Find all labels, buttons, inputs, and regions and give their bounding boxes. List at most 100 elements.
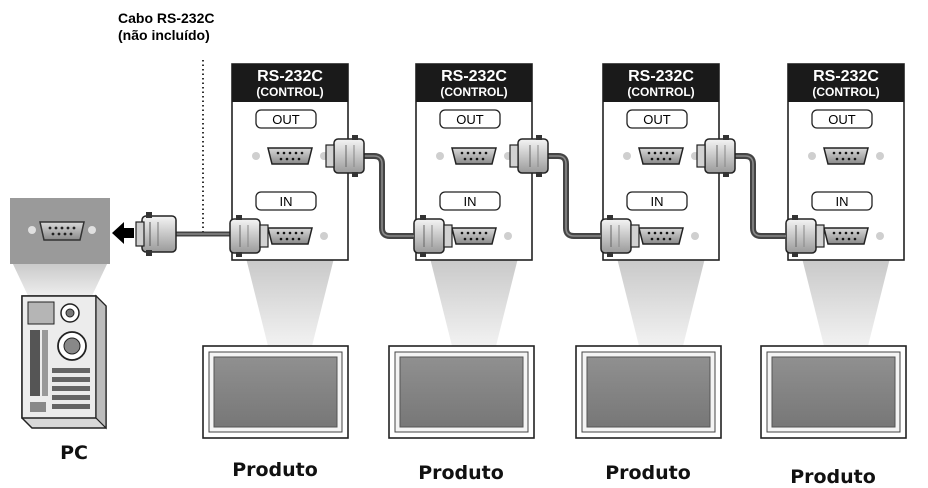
- port-pin: [475, 157, 479, 161]
- out-label-box: [811, 109, 873, 129]
- panel-subtitle: (CONTROL): [812, 85, 879, 99]
- port-pin: [484, 231, 488, 235]
- in-cable-plug-icon: [229, 215, 269, 257]
- port-pin: [847, 237, 851, 241]
- port-pin: [847, 157, 851, 161]
- plug-head: [815, 224, 825, 248]
- port-pin: [481, 157, 485, 161]
- product-label-1: Produto: [232, 459, 318, 481]
- pc-label: PC: [60, 442, 88, 464]
- plug-screw-top: [792, 215, 798, 220]
- port-pin: [463, 237, 467, 241]
- in-cable-plug-icon: [413, 215, 453, 257]
- product-monitor-screen: [399, 356, 524, 428]
- port-pin: [835, 237, 839, 241]
- plug-body: [413, 218, 445, 254]
- arrow-left-icon: [112, 222, 134, 244]
- port-screw-left: [252, 152, 260, 160]
- plug-head: [259, 224, 269, 248]
- port-pin: [665, 151, 669, 155]
- product-label-2: Produto: [418, 462, 504, 484]
- panel-title: RS-232C: [257, 68, 323, 85]
- in-label: IN: [836, 194, 849, 209]
- out-label: OUT: [272, 112, 300, 127]
- port-pin: [288, 231, 292, 235]
- port-pin: [291, 237, 295, 241]
- plug-screw-top: [536, 135, 542, 140]
- chain-cable-1: [364, 153, 414, 239]
- port-pin: [282, 151, 286, 155]
- pc-port-panel: [10, 198, 110, 300]
- panel-title: RS-232C: [628, 68, 694, 85]
- in-label-box: [255, 191, 317, 211]
- product-monitor-screen: [771, 356, 896, 428]
- port-pin: [850, 151, 854, 155]
- port-shell: [823, 227, 869, 245]
- port-pin: [844, 231, 848, 235]
- port-pin: [853, 237, 857, 241]
- port-pin: [662, 157, 666, 161]
- panel-subtitle: (CONTROL): [256, 85, 323, 99]
- port-pin: [659, 151, 663, 155]
- port-pin: [665, 231, 669, 235]
- port-pin: [856, 231, 860, 235]
- port-pin: [484, 151, 488, 155]
- panel-projection: [430, 258, 518, 346]
- out-label-box: [626, 109, 688, 129]
- port-pin: [668, 237, 672, 241]
- port-pin: [472, 151, 476, 155]
- serial-out-port-icon: [808, 147, 884, 165]
- port-pin: [276, 231, 280, 235]
- plug-screw-top: [420, 215, 426, 220]
- panel-projection: [617, 258, 705, 346]
- chain-cable-highlight-3: [735, 155, 786, 237]
- plug-screw-top: [607, 215, 613, 220]
- port-pin: [671, 231, 675, 235]
- plug-head: [443, 224, 453, 248]
- port-pin: [656, 237, 660, 241]
- in-label: IN: [280, 194, 293, 209]
- port-pin: [832, 151, 836, 155]
- plug-screw-bottom: [236, 252, 242, 257]
- port-pin: [469, 157, 473, 161]
- port-pin: [463, 157, 467, 161]
- port-screw-right: [320, 232, 328, 240]
- port-pin: [297, 237, 301, 241]
- plug-head: [696, 144, 706, 168]
- out-label: OUT: [456, 112, 484, 127]
- port-screw-right: [876, 232, 884, 240]
- port-pin: [838, 231, 842, 235]
- product-label-3: Produto: [605, 462, 691, 484]
- port-pin: [647, 231, 651, 235]
- port-pin: [466, 231, 470, 235]
- plug-screw-top: [352, 135, 358, 140]
- product-monitor-screen: [213, 356, 338, 428]
- plug-body: [229, 218, 261, 254]
- out-label: OUT: [828, 112, 856, 127]
- pc-serial-port-icon: [39, 221, 85, 241]
- panel-title: RS-232C: [813, 68, 879, 85]
- product-1: RS-232C(CONTROL) OUT IN: [202, 63, 349, 439]
- port-pin: [294, 151, 298, 155]
- product-monitor-screen: [586, 356, 711, 428]
- port-screw-right: [691, 232, 699, 240]
- port-screw-left: [623, 152, 631, 160]
- port-pin: [475, 237, 479, 241]
- cable-note: Cabo RS-232C (não incluído): [118, 10, 214, 44]
- plug-screw-top: [236, 215, 242, 220]
- serial-in-port-icon: [623, 227, 699, 245]
- out-cable-plug-icon: [509, 135, 549, 177]
- plug-body: [517, 138, 549, 174]
- chain-cable-highlight-1: [364, 155, 414, 237]
- port-pin: [294, 231, 298, 235]
- port-pin: [841, 237, 845, 241]
- panel-projection: [246, 258, 334, 346]
- out-cable-plug-icon: [696, 135, 736, 177]
- panel-title: RS-232C: [441, 68, 507, 85]
- serial-out-port-icon: [436, 147, 512, 165]
- port-pin: [659, 231, 663, 235]
- chain-cable-3: [735, 153, 786, 239]
- cable-note-line1: Cabo RS-232C: [118, 10, 215, 26]
